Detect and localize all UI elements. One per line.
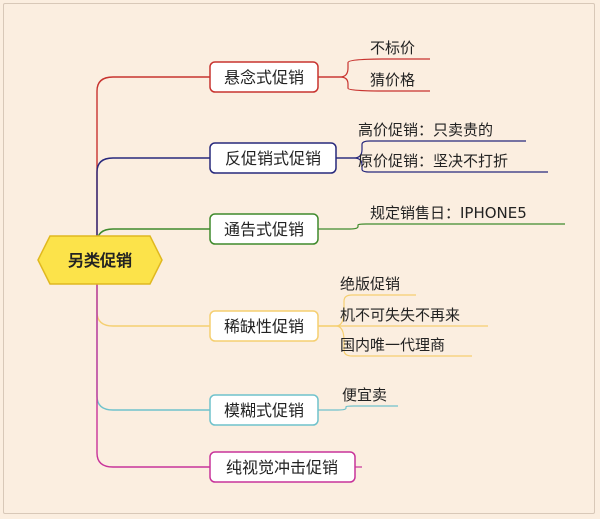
connector-layer bbox=[96, 58, 565, 468]
connector-branch-1-to-leaf-1 bbox=[318, 58, 430, 78]
connector-branch-5-to-leaf-1 bbox=[318, 405, 398, 411]
branch-node-4[interactable]: 稀缺性促销 bbox=[209, 310, 319, 342]
diagram-frame bbox=[3, 3, 595, 514]
branch-node-1[interactable]: 悬念式促销 bbox=[209, 61, 319, 93]
branch-node-3[interactable]: 通告式促销 bbox=[209, 213, 319, 245]
branch-node-2-box bbox=[209, 142, 337, 174]
leaf-3-1-label: 规定销售日：IPHONE5 bbox=[370, 204, 527, 222]
connector-branch-3-to-leaf-1 bbox=[318, 223, 565, 230]
root-node-label: 另类促销 bbox=[68, 251, 132, 270]
branch-node-6-label: 纯视觉冲击促销 bbox=[226, 458, 338, 477]
connector-root-to-branch-6 bbox=[96, 280, 210, 468]
leaf-4-1-label: 绝版促销 bbox=[340, 275, 400, 293]
connector-branch-1-to-leaf-2 bbox=[318, 76, 430, 92]
connector-root-to-branch-4 bbox=[96, 280, 210, 327]
leaf-4-2-label: 机不可失失不再来 bbox=[340, 306, 460, 324]
leaf-2-1-label: 高价促销：只卖贵的 bbox=[358, 121, 493, 139]
branch-node-5-box bbox=[209, 394, 319, 426]
branch-node-1-box bbox=[209, 61, 319, 93]
connector-branch-2-to-leaf-1 bbox=[336, 140, 526, 159]
root-node[interactable]: 另类促销 bbox=[37, 235, 163, 285]
leaf-2-2-label: 原价促销：坚决不打折 bbox=[358, 152, 508, 170]
branch-node-3-label: 通告式促销 bbox=[224, 220, 304, 239]
leaf-1-1-label: 不标价 bbox=[370, 39, 415, 57]
connector-branch-2-to-leaf-2 bbox=[336, 157, 548, 173]
connector-root-to-branch-5 bbox=[96, 280, 210, 411]
branch-node-2-label: 反促销式促销 bbox=[225, 149, 321, 168]
branch-node-5-label: 模糊式促销 bbox=[224, 401, 304, 420]
branch-node-3-box bbox=[209, 213, 319, 245]
branch-node-1-label: 悬念式促销 bbox=[224, 68, 304, 87]
branch-node-2[interactable]: 反促销式促销 bbox=[209, 142, 337, 174]
branch-node-5[interactable]: 模糊式促销 bbox=[209, 394, 319, 426]
leaf-4-3-label: 国内唯一代理商 bbox=[340, 336, 445, 354]
connector-root-to-branch-1 bbox=[96, 76, 210, 240]
connector-branch-4-to-leaf-3 bbox=[318, 325, 472, 357]
connector-branch-4-to-leaf-1 bbox=[318, 294, 416, 327]
leaf-1-2-label: 猜价格 bbox=[370, 71, 415, 89]
branch-node-4-label: 稀缺性促销 bbox=[224, 317, 304, 336]
leaf-5-1-label: 便宜卖 bbox=[342, 386, 387, 404]
branch-node-4-box bbox=[209, 310, 319, 342]
root-node-shape bbox=[37, 235, 163, 285]
connector-root-to-branch-2 bbox=[96, 157, 210, 240]
branch-node-6[interactable]: 纯视觉冲击促销 bbox=[209, 451, 356, 483]
branch-node-6-box bbox=[209, 451, 356, 483]
